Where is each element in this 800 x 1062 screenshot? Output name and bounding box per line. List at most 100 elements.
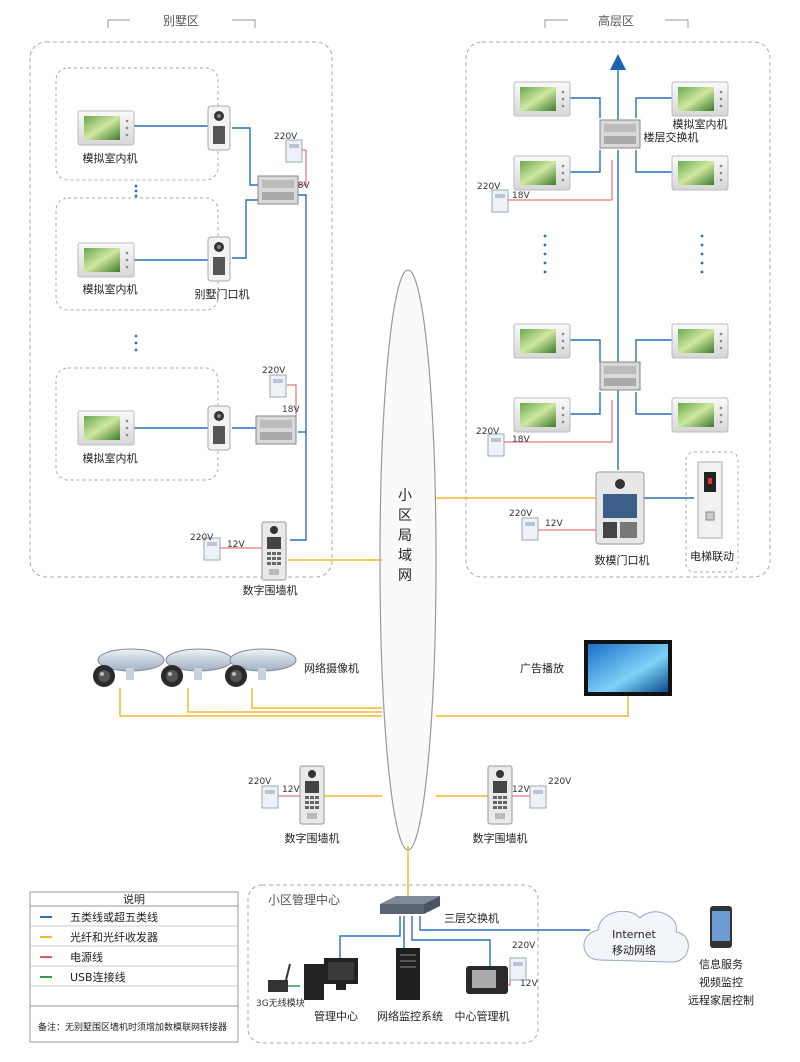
villa-indoor-unit-3: [77, 410, 135, 446]
hr-psu-2: [487, 433, 505, 457]
lan-label-char: 域: [398, 548, 412, 564]
villa-door-unit-2: [207, 236, 231, 282]
mgmt-region: [247, 884, 539, 1044]
internet-label-2: 移动网络: [612, 943, 656, 957]
villa-psu-1: [285, 139, 303, 163]
hr-v12-1: 12V: [545, 519, 563, 529]
villa-v220-2: 220V: [262, 366, 286, 376]
elevator-box: [685, 451, 739, 573]
nvr-server: [396, 948, 420, 1000]
mid-wall-unit-right: [487, 765, 513, 825]
hr-psu-1: [491, 189, 509, 213]
service-1: 信息服务: [699, 957, 743, 971]
wireless-module: [268, 963, 291, 992]
legend-note: 备注：无别墅围区墙机时须增加数模联网转接器: [38, 1021, 227, 1033]
fiber-lines: [119, 497, 629, 898]
hr-floor-switch-label: 楼层交换机: [644, 130, 699, 144]
l3-switch-label: 三层交换机: [444, 911, 499, 925]
service-3: 远程家居控制: [688, 993, 754, 1007]
power-lines: [220, 149, 613, 986]
hr-v18-1: 18V: [512, 191, 530, 201]
cat5-lines: [134, 66, 694, 968]
hr-v220-1: 220V: [477, 182, 501, 192]
mgmt-psu: [509, 957, 527, 981]
camera-label: 网络摄像机: [304, 661, 359, 675]
villa-indoor-unit-2: [77, 242, 135, 278]
villa-title: 别墅区: [163, 14, 199, 28]
legend-item-label: 电源线: [70, 950, 103, 964]
service-2: 视频监控: [699, 975, 743, 989]
hr-door-label: 数模门口机: [595, 553, 650, 567]
hr-indoor-8: [671, 397, 729, 433]
highrise-title: 高层区: [598, 13, 634, 28]
hr-indoor-3: [671, 81, 729, 117]
villa-wall-label: 数字围墙机: [243, 583, 298, 597]
hr-indoor-5: [513, 323, 571, 359]
hr-indoor-label: 模拟室内机: [673, 117, 728, 131]
hr-floor-switch-1: [599, 119, 641, 149]
hr-indoor-4: [671, 155, 729, 191]
villa-indoor-unit-1: [77, 110, 135, 146]
hr-v18-2: 18V: [512, 435, 530, 445]
hr-floor-switch-2: [599, 361, 641, 391]
mid-wall-label-right: 数字围墙机: [473, 831, 528, 845]
camera-3: [224, 648, 297, 688]
console-unit: [466, 966, 508, 994]
villa-door-unit-1: [207, 105, 231, 151]
legend: [29, 891, 239, 1043]
hr-indoor-6: [513, 397, 571, 433]
mid-v220-left: 220V: [248, 777, 272, 787]
mid-psu-left: [261, 785, 279, 809]
villa-v220-1: 220V: [274, 132, 298, 142]
highrise-region: [465, 41, 771, 578]
legend-item-label: 光纤和光纤收发器: [70, 930, 158, 944]
hr-v220-3: 220V: [509, 509, 533, 519]
villa-ellipsis-dots: [134, 184, 138, 352]
villa-door-unit-3: [207, 405, 231, 451]
villa-v18-1: 18V: [292, 181, 310, 191]
villa-v12-1: 12V: [227, 540, 245, 550]
lan-label-char: 网: [398, 568, 412, 584]
internet-cloud: [583, 910, 689, 963]
mid-v12-right: 12V: [512, 785, 530, 795]
villa-indoor-label-3: 模拟室内机: [83, 451, 138, 465]
villa-v18-2: 18V: [282, 405, 300, 415]
smartphone-icon: [710, 906, 732, 948]
wireless-label: 3G无线模块: [256, 997, 305, 1009]
internet-label-1: Internet: [612, 928, 656, 941]
hr-v220-2: 220V: [476, 427, 500, 437]
ad-screen: [584, 640, 672, 696]
elevator-panel: [697, 461, 723, 539]
lan-label-char: 局: [398, 528, 412, 544]
villa-adapter-2: [255, 415, 297, 445]
mid-wall-unit-left: [299, 765, 325, 825]
legend-item-label: 五类线或超五类线: [70, 910, 158, 924]
lan-label-char: 小: [398, 488, 412, 504]
mgmt-v220: 220V: [512, 941, 536, 951]
villa-wall-unit: [261, 521, 287, 581]
mid-v220-right: 220V: [548, 777, 572, 787]
camera-1: [92, 648, 165, 688]
villa-indoor-label-1: 模拟室内机: [83, 151, 138, 165]
mgmt-v12: 12V: [520, 979, 538, 989]
uplink-arrow-icon: [610, 54, 626, 70]
mid-psu-right: [529, 785, 547, 809]
villa-indoor-label-2: 模拟室内机: [83, 282, 138, 296]
mgmt-title: 小区管理中心: [268, 892, 340, 907]
hr-indoor-1: [513, 81, 571, 117]
elevator-label: 电梯联动: [690, 550, 734, 563]
mid-v12-left: 12V: [282, 785, 300, 795]
hr-ellipsis-dots: [543, 234, 704, 274]
camera-2: [160, 648, 233, 688]
legend-item-label: USB连接线: [70, 970, 126, 984]
mgmt-center-label: 管理中心: [314, 1009, 358, 1023]
mgmt-pc: [304, 958, 358, 1000]
villa-door-label: 别墅门口机: [195, 287, 250, 301]
hr-door-unit: [595, 471, 645, 545]
lan-label-char: 区: [398, 508, 412, 524]
villa-psu-2: [269, 374, 287, 398]
nvr-label: 网络监控系统: [377, 1009, 443, 1023]
console-label: 中心管理机: [455, 1009, 510, 1023]
